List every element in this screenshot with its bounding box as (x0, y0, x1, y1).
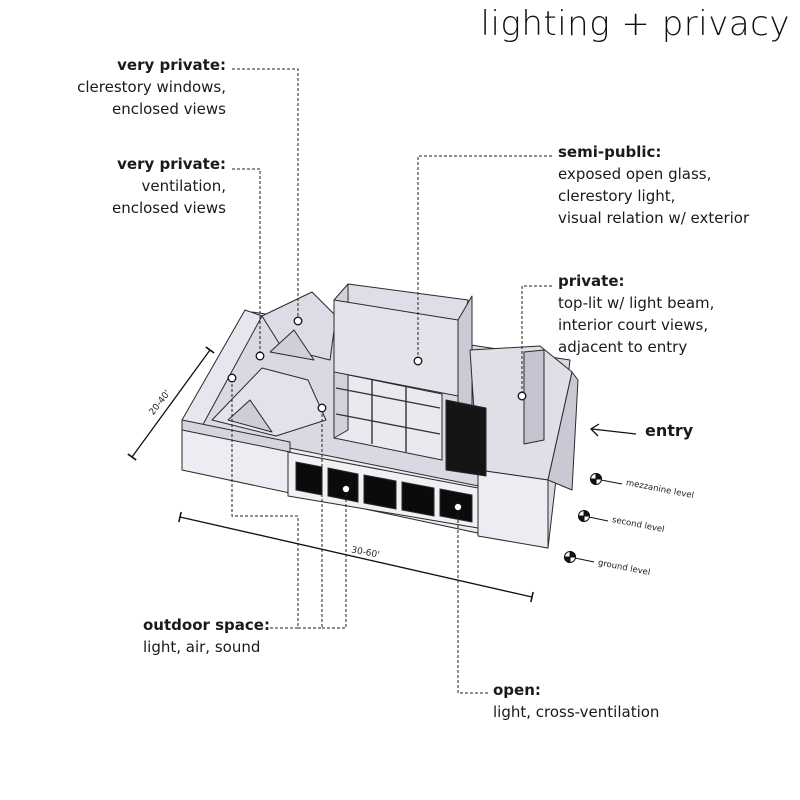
annotation-outdoor-space: outdoor space: light, air, sound (143, 614, 270, 658)
annotation-line: clerestory light, (558, 187, 676, 205)
length-dimension-line (178, 511, 534, 603)
annotation-line: light, cross-ventilation (493, 703, 660, 721)
annotation-heading: outdoor space: (143, 616, 270, 634)
annotation-line: visual relation w/ exterior (558, 209, 750, 227)
annotation-open: open: light, cross-ventilation (493, 679, 659, 723)
leader-very-private-ventilation (232, 168, 261, 356)
tower-frame (335, 380, 441, 452)
right-court-slot (523, 349, 545, 445)
level-symbols (563, 472, 623, 564)
leader-outdoor-b (298, 408, 323, 629)
leader-open (457, 508, 488, 694)
annotation-heading: semi-public: (558, 143, 662, 161)
annotation-heading: very private: (117, 56, 226, 74)
leader-semi-public (417, 155, 552, 360)
leader-private (521, 285, 552, 396)
marker-dot (453, 502, 463, 512)
building-model (181, 283, 579, 549)
annotation-line: light, air, sound (143, 638, 261, 656)
annotation-very-private-clerestory: very private: clerestory windows, enclos… (77, 54, 226, 120)
marker-dot (227, 373, 237, 383)
marker-dot (255, 351, 265, 361)
annotation-line: interior court views, (558, 316, 709, 334)
annotation-line: exposed open glass, (558, 165, 712, 183)
marker-dot (317, 403, 327, 413)
marker-dot (413, 356, 423, 366)
annotation-line: top-lit w/ light beam, (558, 294, 715, 312)
window-opening (327, 467, 359, 503)
window-opening (363, 474, 397, 510)
width-dimension-line (127, 346, 215, 461)
annotation-line: clerestory windows, (77, 78, 226, 96)
annotation-heading: private: (558, 272, 625, 290)
dimension-lines (127, 346, 534, 603)
right-wing-side (547, 371, 579, 491)
annotation-line: adjacent to entry (558, 338, 688, 356)
level-symbol-ground (563, 550, 595, 564)
roof-left-front-gable (227, 399, 273, 433)
annotation-semi-public: semi-public: exposed open glass, clerest… (558, 141, 749, 229)
window-opening (401, 481, 435, 517)
entry-arrow (589, 423, 637, 437)
annotation-line: ventilation, (141, 177, 226, 195)
marker-dot (341, 484, 351, 494)
level-symbol-second (577, 509, 609, 523)
leader-very-private-clerestory (232, 68, 299, 320)
level-symbol-mezzanine (589, 472, 623, 486)
entry-label: entry (645, 421, 694, 440)
frame-beam (335, 413, 441, 435)
frame-beam (335, 387, 441, 409)
right-wing-front (477, 469, 549, 549)
annotation-line: enclosed views (111, 100, 226, 118)
marker-dots (227, 316, 527, 512)
leader-outdoor-c (322, 490, 347, 629)
annotation-very-private-ventilation: very private: ventilation, enclosed view… (112, 153, 226, 219)
window-opening (295, 461, 323, 496)
annotation-line: enclosed views (111, 199, 226, 217)
diagram-title: lighting + privacy (480, 4, 790, 44)
marker-dot (517, 391, 527, 401)
roof-left-back-gable (269, 329, 315, 361)
annotation-heading: very private: (117, 155, 226, 173)
annotation-heading: open: (493, 681, 541, 699)
courtyard-void (445, 399, 487, 477)
annotation-private: private: top-lit w/ light beam, interior… (558, 270, 714, 358)
marker-dot (293, 316, 303, 326)
